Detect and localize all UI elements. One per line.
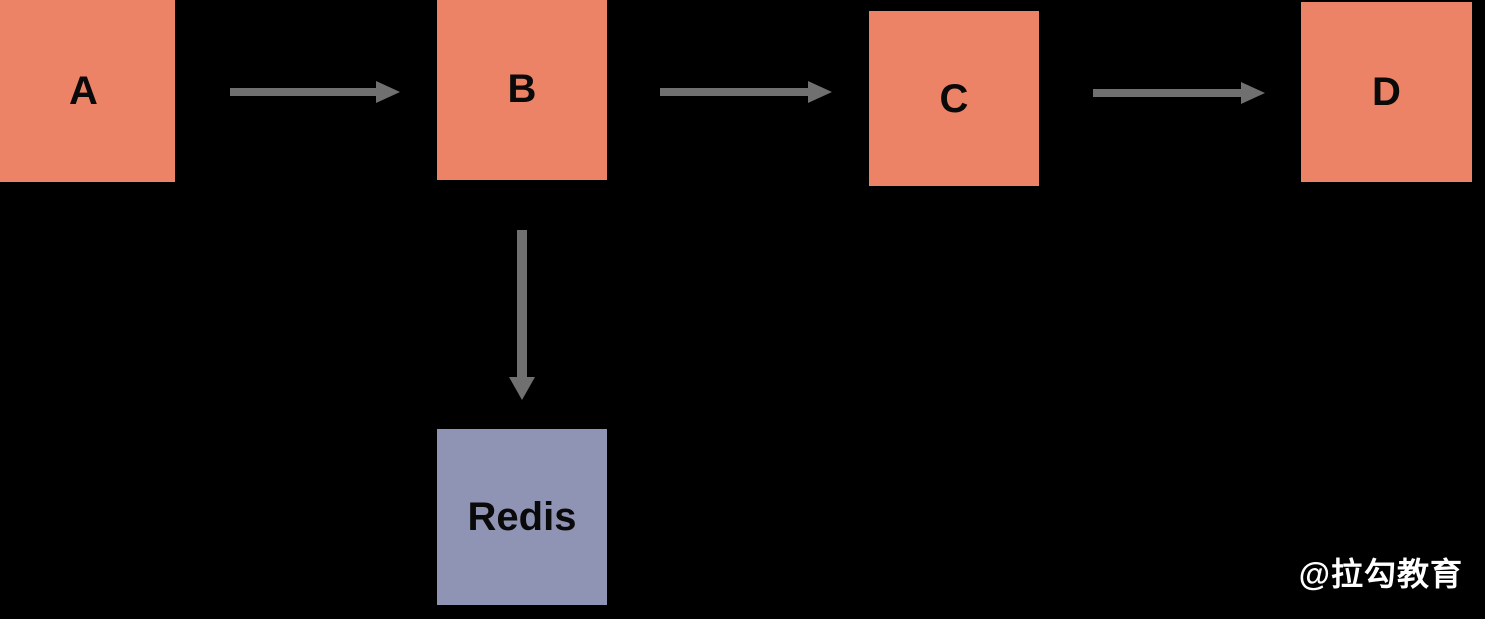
node-d[interactable]: D — [1301, 2, 1472, 182]
node-b[interactable]: B — [437, 0, 607, 180]
node-redis[interactable]: Redis — [437, 429, 607, 605]
node-b-label: B — [507, 67, 537, 111]
node-c[interactable]: C — [869, 11, 1039, 186]
arrow-b-to-redis-icon — [509, 230, 535, 400]
watermark-text: @拉勾教育 — [1298, 556, 1463, 592]
arrow-a-to-b-icon — [230, 81, 400, 103]
arrow-c-to-d-icon — [1093, 82, 1265, 104]
node-c-label: C — [939, 76, 969, 121]
node-a[interactable]: A — [0, 0, 175, 182]
node-redis-label: Redis — [467, 495, 577, 539]
arrow-b-to-c-icon — [660, 81, 832, 103]
node-d-label: D — [1372, 70, 1401, 114]
node-a-label: A — [69, 69, 98, 113]
